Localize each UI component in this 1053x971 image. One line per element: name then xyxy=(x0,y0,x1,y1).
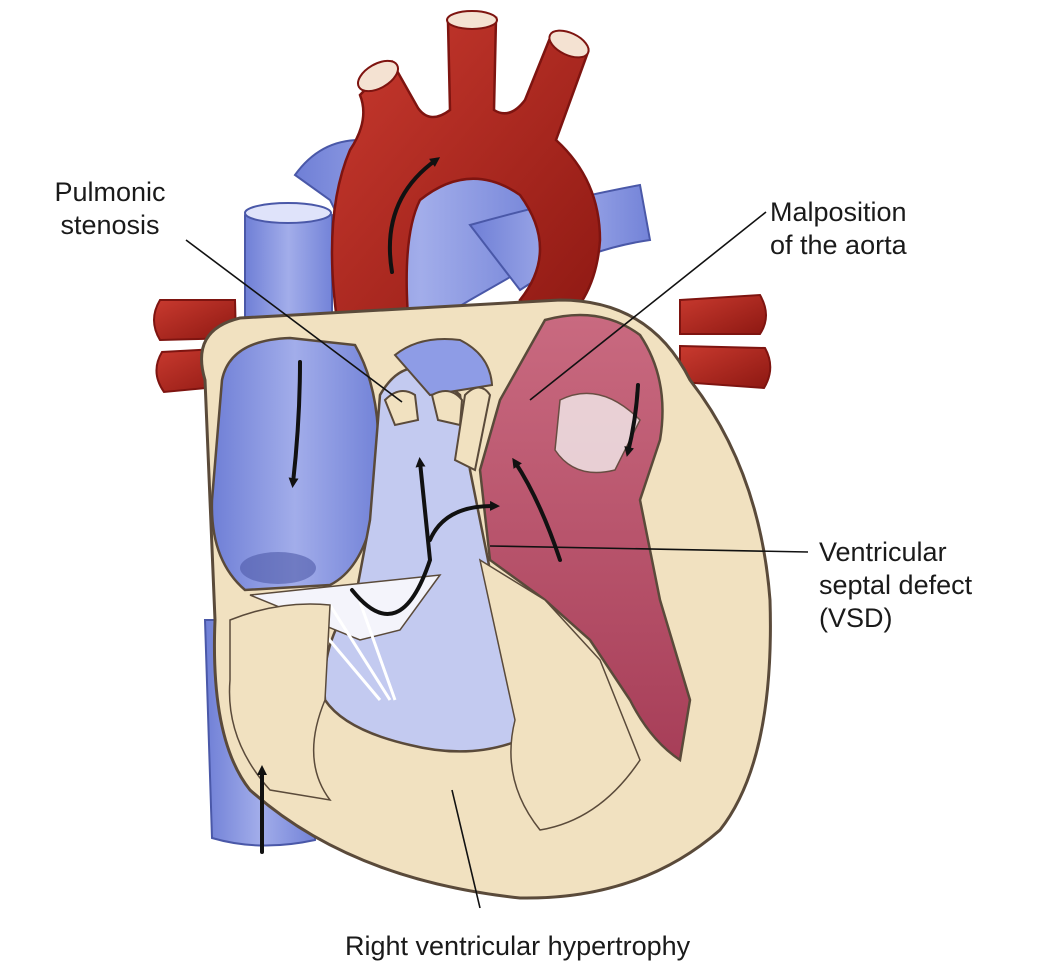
label-pulmonic-line2: stenosis xyxy=(26,209,194,242)
label-rv-hypertrophy: Right ventricular hypertrophy xyxy=(345,930,690,963)
label-vsd: Ventricular septal defect (VSD) xyxy=(819,536,972,635)
label-vsd-line2: septal defect xyxy=(819,569,972,602)
pulmonary-veins-right xyxy=(680,295,770,388)
label-vsd-line1: Ventricular xyxy=(819,536,972,569)
label-pulmonic-stenosis: Pulmonic stenosis xyxy=(26,176,194,242)
label-aorta-line1: Malposition xyxy=(770,196,907,229)
label-vsd-line3: (VSD) xyxy=(819,602,972,635)
label-pulmonic-line1: Pulmonic xyxy=(26,176,194,209)
label-malposition-aorta: Malposition of the aorta xyxy=(770,196,907,262)
label-aorta-line2: of the aorta xyxy=(770,229,907,262)
